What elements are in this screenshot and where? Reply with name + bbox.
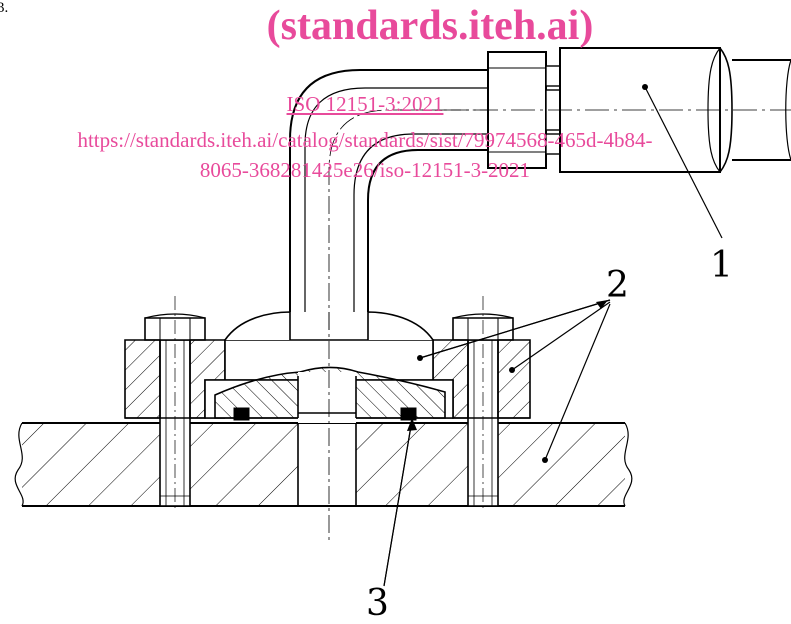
base-plate [14, 422, 633, 507]
fitting-body [204, 311, 454, 423]
callout-1: 1 [710, 245, 733, 286]
watermark-url-line-1[interactable]: https://standards.iteh.ai/catalog/standa… [77, 128, 653, 152]
callout-2: 2 [606, 265, 629, 306]
right-flange [432, 339, 531, 419]
left-bolt [144, 296, 206, 512]
callout-3: 3 [366, 583, 389, 624]
bent-tube [289, 69, 488, 540]
corner-text-fragment: 3. [0, 0, 9, 16]
o-ring-seals [233, 407, 417, 421]
leader-lines [383, 84, 723, 587]
hose-assembly [400, 47, 791, 173]
left-flange [124, 339, 226, 419]
watermark-title: (standards.iteh.ai) [266, 3, 594, 49]
watermark-iso-link[interactable]: ISO 12151-3:2021 [286, 92, 444, 116]
watermark-url-line-2[interactable]: 8065-368281425e26/iso-12151-3-2021 [199, 158, 531, 182]
right-bolt [452, 296, 514, 512]
